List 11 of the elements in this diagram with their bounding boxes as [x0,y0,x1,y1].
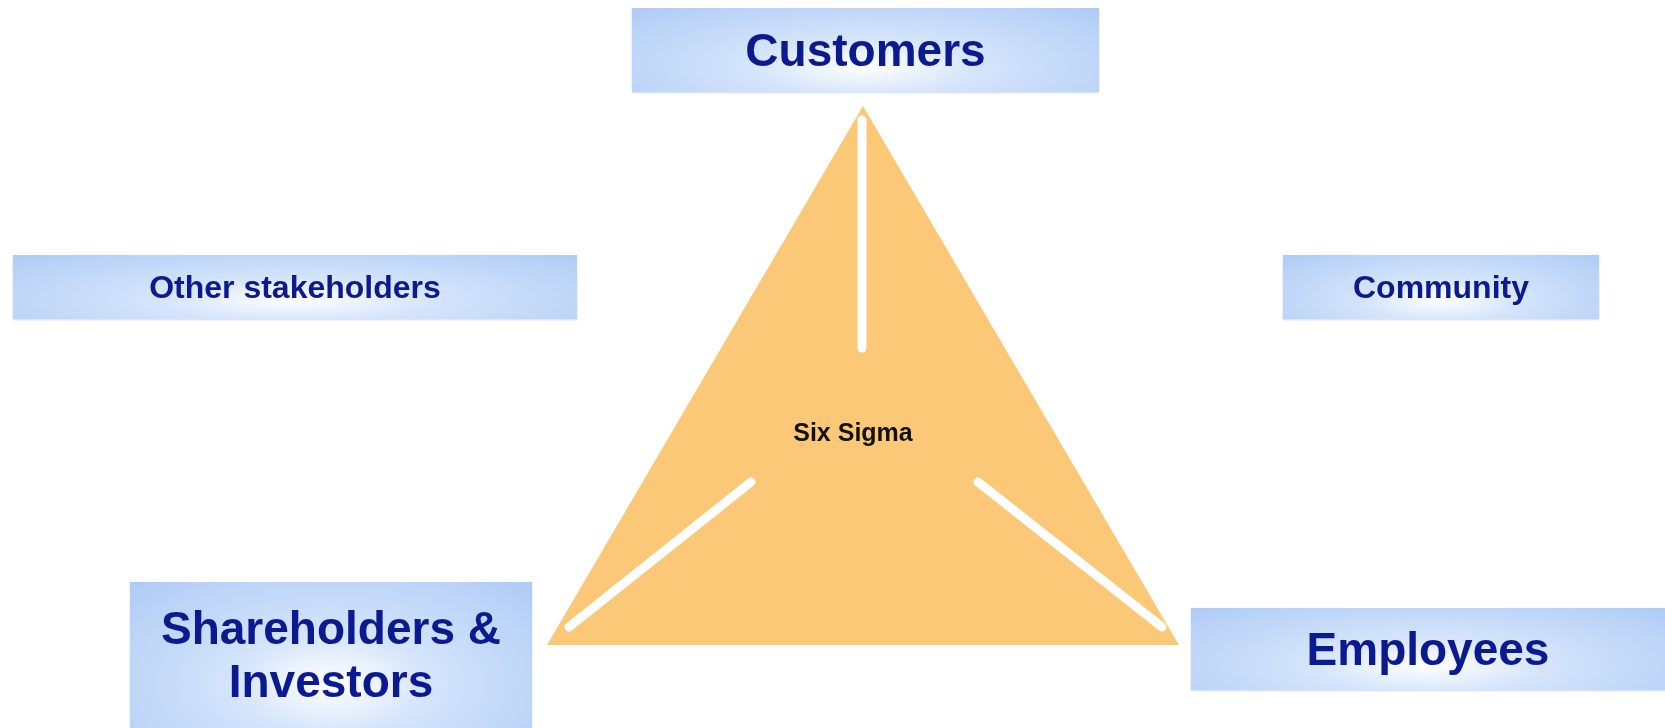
stakeholder-box [1283,255,1599,319]
stakeholder-label: Other stakeholders [149,268,441,306]
stakeholder-label: Customers [745,23,986,77]
stakeholder-box [13,255,577,319]
stakeholder-label: Community [1353,268,1529,306]
stakeholder-box [1191,608,1665,690]
stakeholder-label: Employees [1306,622,1550,676]
center-label: Six Sigma [793,417,913,447]
stakeholder-box [632,8,1099,92]
stakeholder-label: Shareholders & Investors [160,602,502,708]
stakeholder-box [130,582,532,728]
